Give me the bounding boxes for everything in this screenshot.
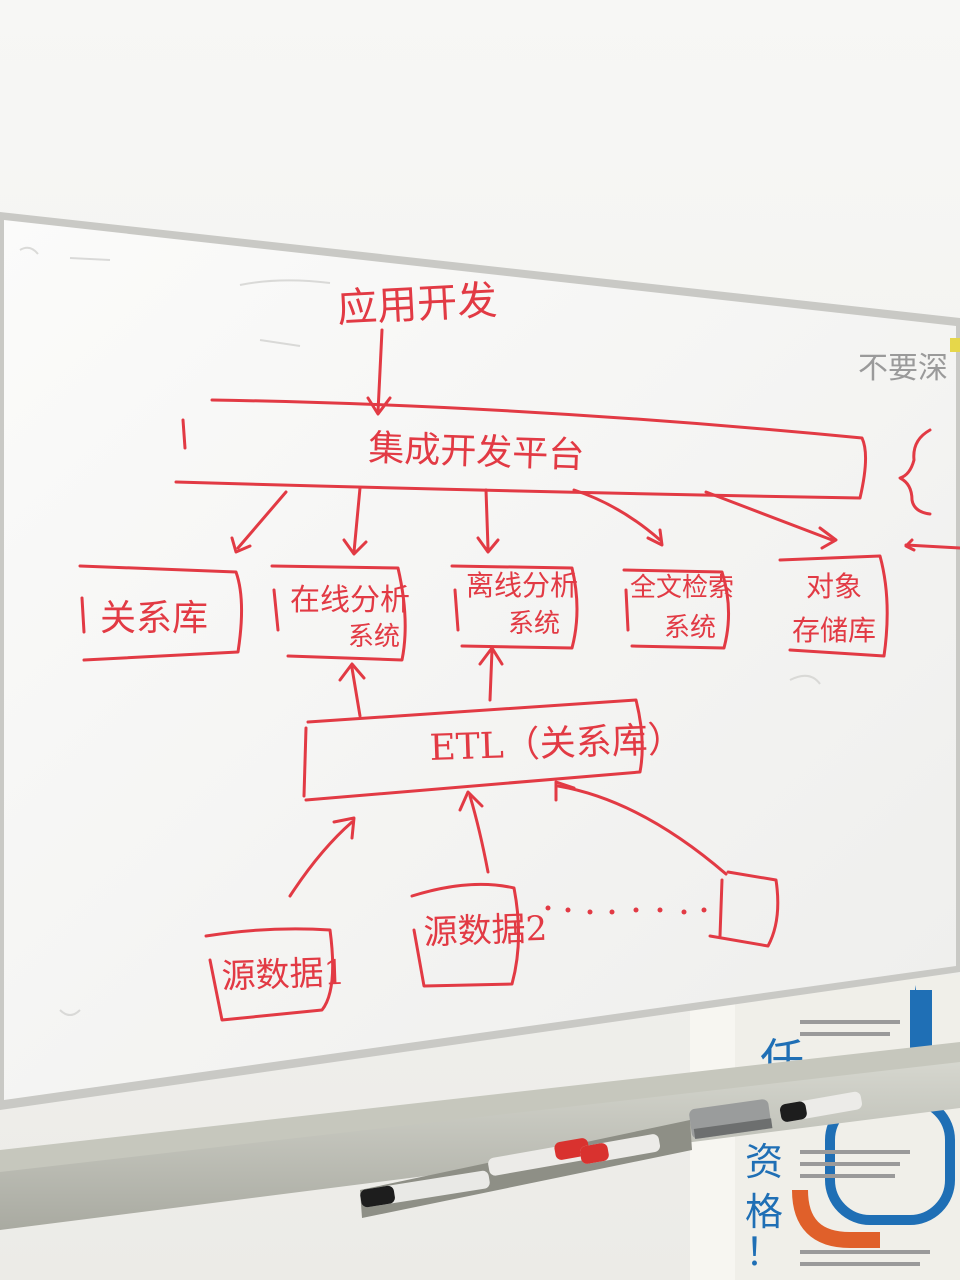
source2-outline	[410, 882, 520, 988]
poster-orange-arrow	[792, 1189, 880, 1248]
whiteboard	[0, 212, 960, 1110]
label-platform: 集成开发平台	[368, 428, 585, 477]
label-side-note: 不要深	[858, 351, 948, 386]
label-box3-line2: 系统	[508, 609, 560, 639]
box4-outline	[622, 568, 731, 650]
diagram-strokes	[78, 328, 960, 1022]
marker-black-icon[interactable]	[359, 1170, 490, 1208]
arrow-src2-to-etl	[468, 794, 490, 874]
arrow-src1-to-etl	[288, 820, 354, 898]
box5-outline	[778, 554, 889, 658]
label-box1: 关系库	[100, 598, 208, 639]
arrow-etl-to-box2	[350, 666, 362, 718]
platform-band	[174, 398, 867, 500]
eraser-icon[interactable]	[688, 1099, 773, 1140]
board-surface	[4, 220, 956, 1100]
poster-char-2: 资	[745, 1140, 783, 1184]
side-brace	[898, 428, 932, 516]
label-box5-line1: 对象	[806, 570, 862, 603]
label-box2-line1: 在线分析	[290, 583, 410, 618]
marker-tray	[0, 1042, 960, 1230]
arrow-etl-to-box3	[488, 648, 494, 702]
arrow-to-box5	[704, 490, 834, 542]
box3-outline	[450, 564, 579, 650]
label-etl: ETL（关系库）	[429, 719, 684, 769]
label-box3-line1: 离线分析	[466, 569, 578, 602]
arrow-to-box1	[236, 490, 288, 550]
box1-outline	[78, 564, 244, 662]
ellipsis-dots	[545, 905, 707, 915]
arrow-to-box4	[572, 488, 662, 542]
label-box2-line2: 系统	[348, 622, 400, 652]
arrow-src3-to-etl	[556, 784, 728, 876]
source3-outline	[708, 870, 780, 948]
label-box4-line2: 系统	[664, 613, 716, 643]
arrow-top-to-platform	[376, 328, 384, 414]
arrow-to-box3	[484, 488, 490, 550]
source1-outline	[204, 927, 335, 1022]
label-box4-line1: 全文检索	[630, 573, 734, 603]
label-source2: 源数据2	[423, 909, 548, 953]
marker-red-2-icon[interactable]	[579, 1133, 661, 1165]
label-box5-line2: 存储库	[792, 614, 876, 647]
poster-char-3: 格	[745, 1190, 783, 1234]
poster-char-4: ！	[745, 1230, 783, 1274]
label-source1: 源数据1	[221, 953, 346, 997]
marker-black-2-icon[interactable]	[779, 1091, 863, 1123]
box2-outline	[270, 564, 407, 662]
arrow-to-box2	[352, 486, 362, 554]
etl-box-outline	[304, 698, 644, 802]
label-app-dev: 应用开发	[336, 278, 498, 332]
